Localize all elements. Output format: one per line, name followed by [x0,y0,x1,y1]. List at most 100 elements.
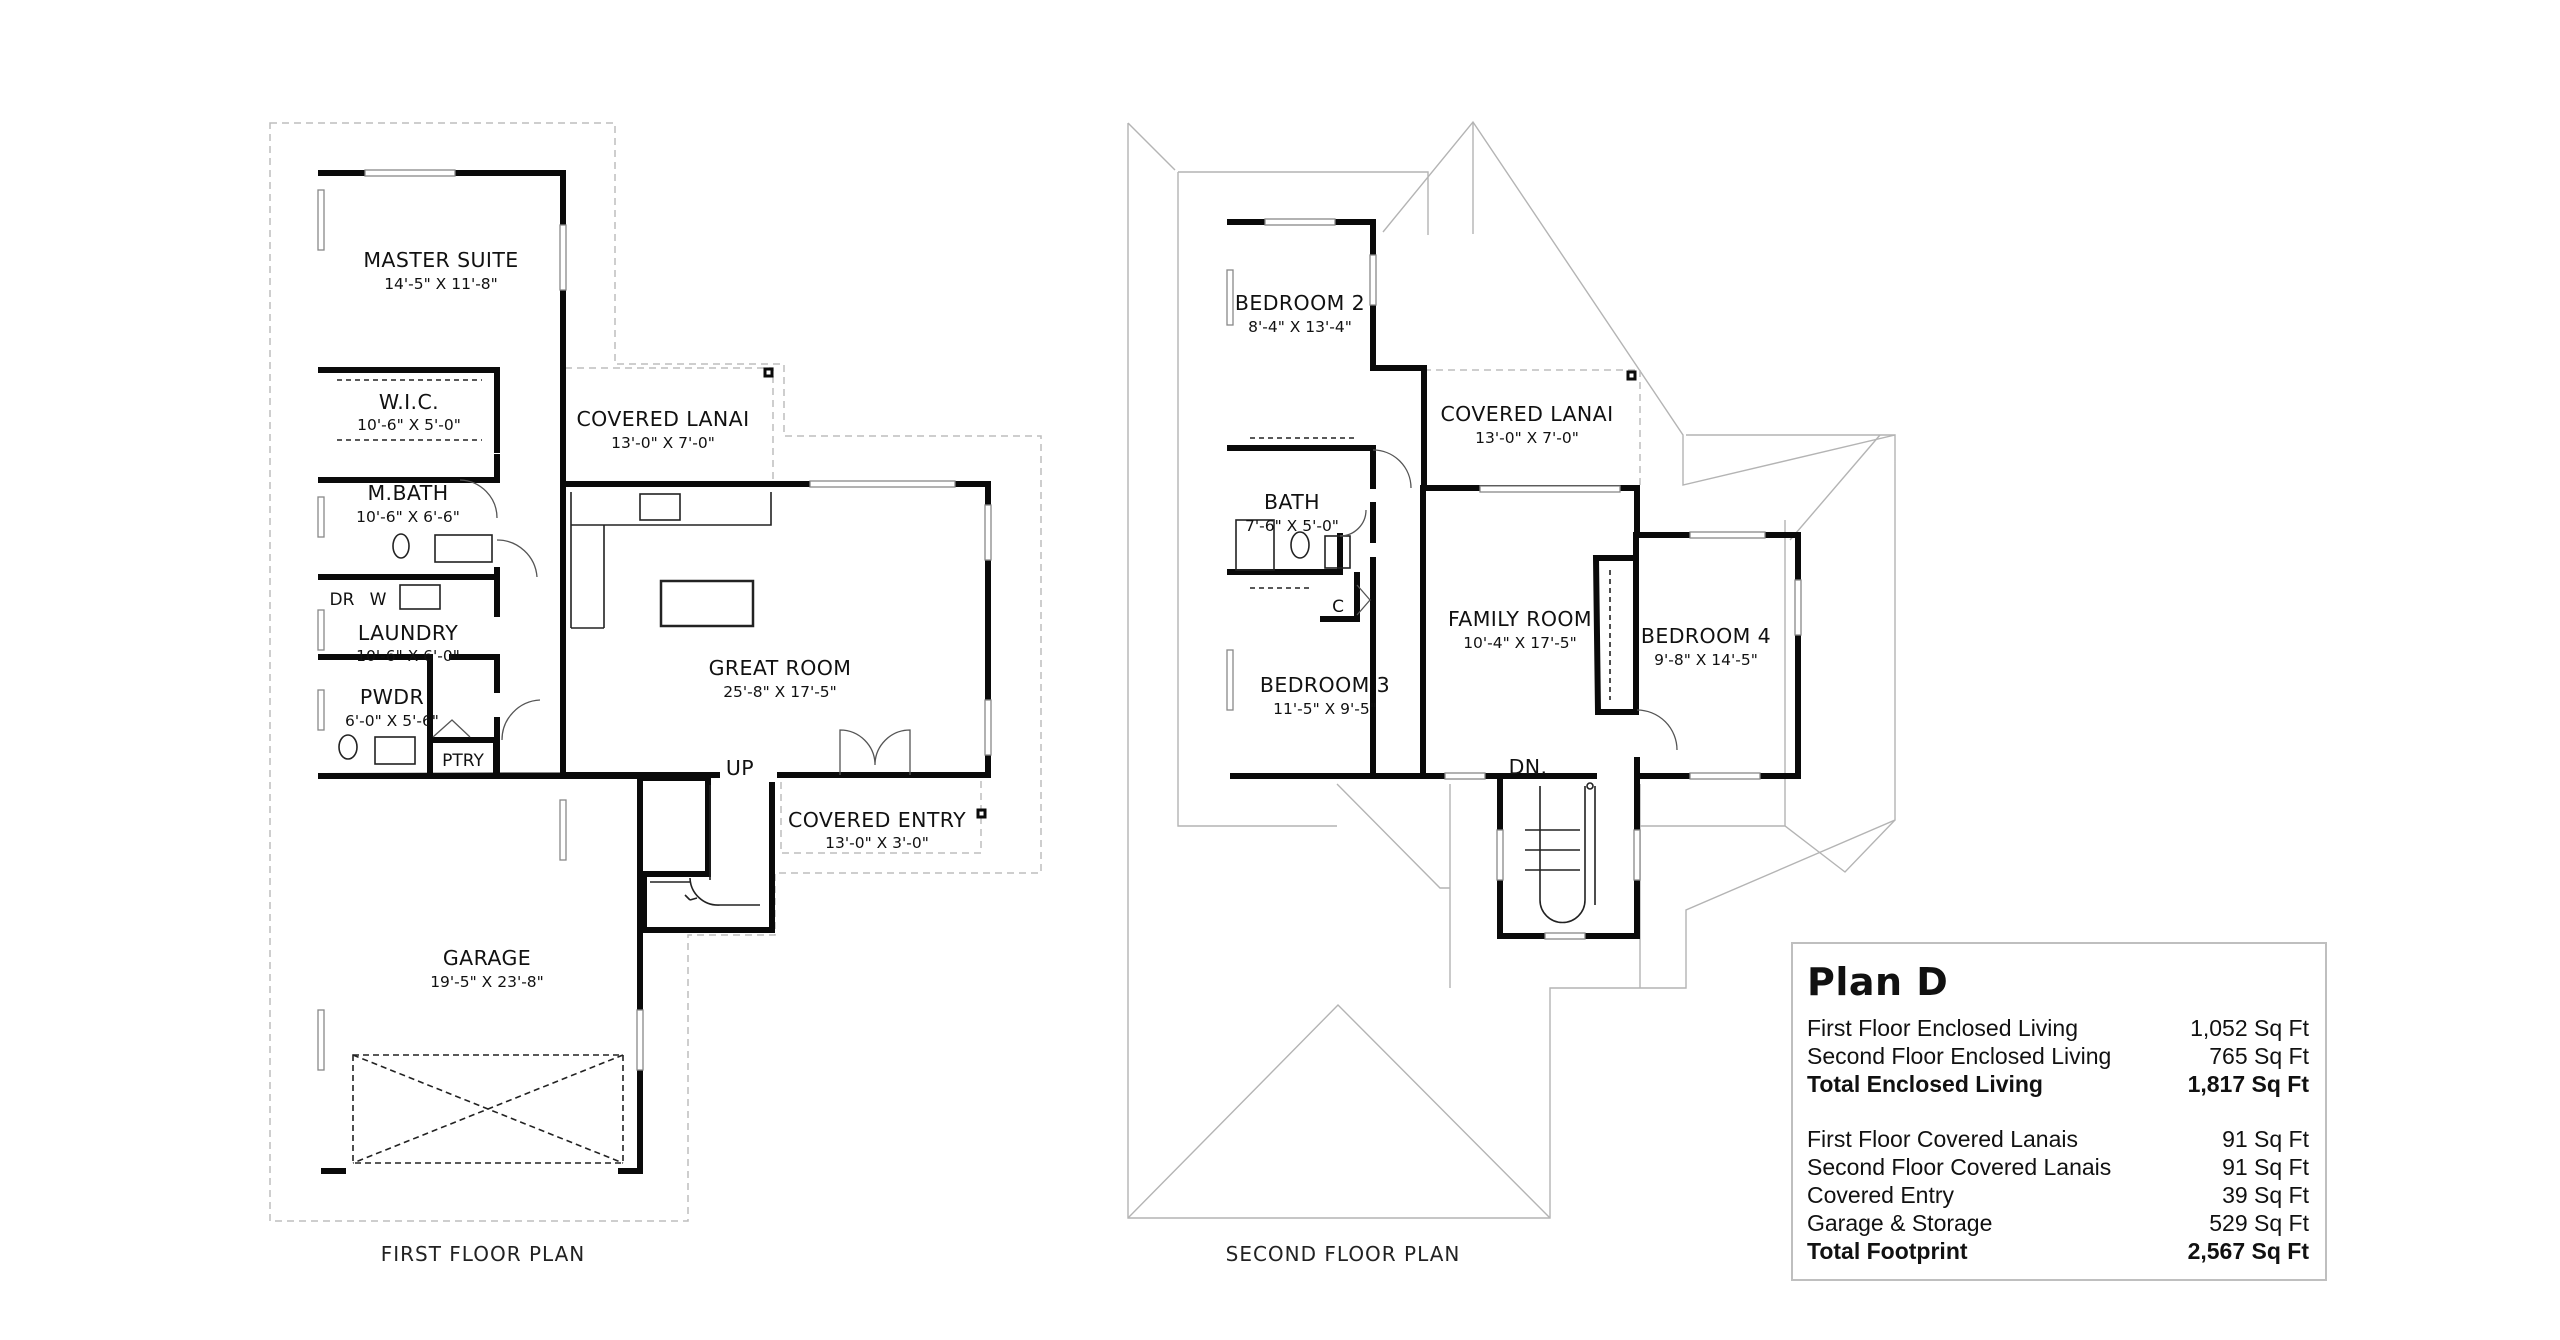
lanai-post-2 [1626,370,1637,381]
caption-first-floor: FIRST FLOOR PLAN [381,1242,586,1266]
room-dims-covered-lanai-2: 13'-0" X 7'-0" [1475,429,1579,447]
caption-second-floor: SECOND FLOOR PLAN [1226,1242,1461,1266]
covered-lanai-2-outline [1423,369,1641,489]
summary-label: Total Enclosed Living [1807,1071,2043,1097]
room-dims-bedroom-4: 9'-8" X 14'-5" [1654,651,1758,669]
summary-label: Second Floor Enclosed Living [1807,1043,2112,1069]
kitchen-island [659,579,755,628]
first-floor-windows [317,169,992,1071]
garage-door-outline [352,1054,624,1164]
first-floor-overhang [269,122,1042,1222]
room-name-laundry: LAUNDRY [358,621,458,645]
room-dims-garage: 19'-5" X 23'-8" [430,973,544,991]
room-name-bath: BATH [1264,490,1320,514]
summary-spacer [1807,1098,2309,1125]
first-floor-stair [650,785,760,906]
room-name-pwdr: PWDR [360,685,424,709]
room-dims-pwdr: 6'-0" X 5'-6" [345,712,439,730]
room-name-covered-entry: COVERED ENTRY [788,808,966,832]
summary-row: Second Floor Covered Lanais 91 Sq Ft [1807,1153,2309,1181]
first-floor-interior-walls [318,367,566,779]
second-floor-roof-lines [1127,120,1896,1219]
tag-ptry: PTRY [442,751,484,771]
stair-dn-label: DN. [1509,755,1548,779]
room-name-mbath: M.BATH [367,481,448,505]
room-name-bedroom-2: BEDROOM 2 [1235,291,1365,315]
room-name-master-suite: MASTER SUITE [363,248,518,272]
stair-up-label: UP [726,756,754,780]
plan-title: Plan D [1807,960,1949,1004]
summary-row: Garage & Storage 529 Sq Ft [1807,1209,2309,1237]
pwdr-toilet [338,734,358,760]
room-dims-bedroom-2: 8'-4" X 13'-4" [1248,318,1352,336]
room-name-family-room: FAMILY ROOM [1448,607,1592,631]
room-name-garage: GARAGE [443,946,531,970]
second-floor-stair-wall [1497,773,1640,939]
room-dims-bedroom-3: 11'-5" X 9'-5" [1273,700,1377,718]
entry-post [976,808,987,819]
room-name-covered-lanai-1: COVERED LANAI [576,407,749,431]
second-floor-interior-walls [1227,445,1639,779]
kitchen-sink [639,493,681,521]
summary-label: First Floor Covered Lanais [1807,1126,2078,1152]
summary-total-row: Total Enclosed Living 1,817 Sq Ft [1807,1070,2309,1098]
first-floor-room-labels: MASTER SUITE 14'-5" X 11'-8" W.I.C. 10'-… [330,248,966,991]
summary-label: Total Footprint [1807,1238,1968,1264]
room-dims-family-room: 10'-4" X 17'-5" [1463,634,1577,652]
room-name-bedroom-4: BEDROOM 4 [1641,624,1771,648]
room-name-bedroom-3: BEDROOM 3 [1260,673,1390,697]
summary-row: First Floor Enclosed Living 1,052 Sq Ft [1807,1014,2309,1042]
room-dims-covered-lanai-1: 13'-0" X 7'-0" [611,434,715,452]
summary-row: Second Floor Enclosed Living 765 Sq Ft [1807,1042,2309,1070]
bath-tub [1235,519,1275,571]
second-floor-windows [1226,218,1802,940]
room-dims-laundry: 10'-6" X 6'-0" [356,647,460,665]
bath-vanity [1324,535,1351,569]
second-floor-door-swings [1339,449,1678,751]
pwdr-vanity [374,736,416,765]
first-floor-door-swings [432,479,911,775]
summary-value: 91 Sq Ft [2222,1126,2309,1152]
summary-value: 765 Sq Ft [2209,1043,2309,1069]
bath-toilet [1290,531,1310,559]
room-name-covered-lanai-2: COVERED LANAI [1440,402,1613,426]
summary-label: Second Floor Covered Lanais [1807,1154,2112,1180]
garage-wall [318,773,643,1174]
summary-value: 2,567 Sq Ft [2187,1238,2309,1264]
lanai-post-1 [763,367,774,378]
stair-tower-wall [641,775,775,933]
room-dims-wic: 10'-6" X 5'-0" [357,416,461,434]
summary-value: 91 Sq Ft [2222,1154,2309,1180]
kitchen-counter [570,492,772,629]
summary-row: First Floor Covered Lanais 91 Sq Ft [1807,1125,2309,1153]
summary-value: 529 Sq Ft [2209,1210,2309,1236]
summary-label: First Floor Enclosed Living [1807,1015,2078,1041]
room-dims-master-suite: 14'-5" X 11'-8" [384,275,498,293]
tag-w: W [370,590,387,610]
laundry-sink [399,584,441,610]
room-dims-covered-entry: 13'-0" X 3'-0" [825,834,929,852]
room-name-great-room: GREAT ROOM [709,656,852,680]
mbath-vanity [434,534,493,563]
second-floor-plan: BEDROOM 2 8'-4" X 13'-4" COVERED LANAI 1… [1127,120,1896,1266]
room-dims-bath: 7'-6" X 5'-0" [1245,517,1339,535]
room-name-wic: W.I.C. [379,390,439,414]
area-summary-panel: Plan D First Floor Enclosed Living 1,052 … [1791,942,2327,1281]
mbath-toilet [392,533,410,559]
room-dims-great-room: 25'-8" X 17'-5" [723,683,837,701]
second-floor-stair [1525,782,1596,924]
tag-closet-c: C [1332,597,1344,617]
room-dims-mbath: 10'-6" X 6'-6" [356,508,460,526]
summary-value: 1,817 Sq Ft [2187,1071,2309,1097]
summary-value: 1,052 Sq Ft [2190,1015,2309,1041]
second-floor-room-labels: BEDROOM 2 8'-4" X 13'-4" COVERED LANAI 1… [1235,291,1771,779]
first-floor-plan: MASTER SUITE 14'-5" X 11'-8" W.I.C. 10'-… [269,122,1042,1266]
summary-label: Covered Entry [1807,1182,1955,1208]
summary-total-row: Total Footprint 2,567 Sq Ft [1807,1237,2309,1265]
summary-row: Covered Entry 39 Sq Ft [1807,1181,2309,1209]
summary-label: Garage & Storage [1807,1210,1993,1236]
garage-x-2 [352,1054,624,1164]
summary-value: 39 Sq Ft [2222,1182,2309,1208]
tag-dr: DR [330,590,355,610]
